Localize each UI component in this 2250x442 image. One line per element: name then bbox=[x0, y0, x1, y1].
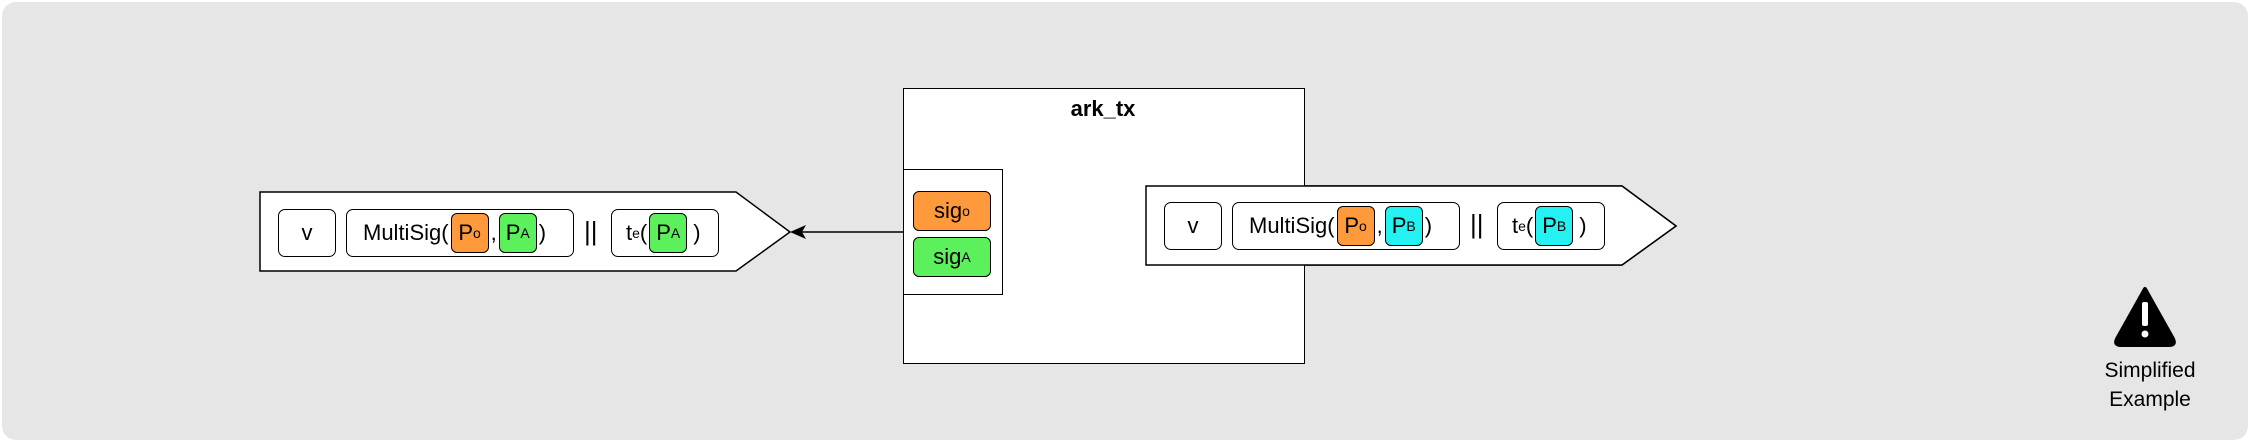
connector-arrowhead bbox=[790, 225, 806, 239]
output-right-or: || bbox=[1470, 209, 1484, 239]
output-left-amount: v bbox=[278, 209, 336, 257]
output-right-amount: v bbox=[1164, 202, 1222, 250]
simplified-example-note: Simplified Example bbox=[2104, 359, 2196, 411]
ark-tx-title: ark_tx bbox=[1070, 96, 1136, 121]
output-left-or: || bbox=[584, 216, 598, 246]
